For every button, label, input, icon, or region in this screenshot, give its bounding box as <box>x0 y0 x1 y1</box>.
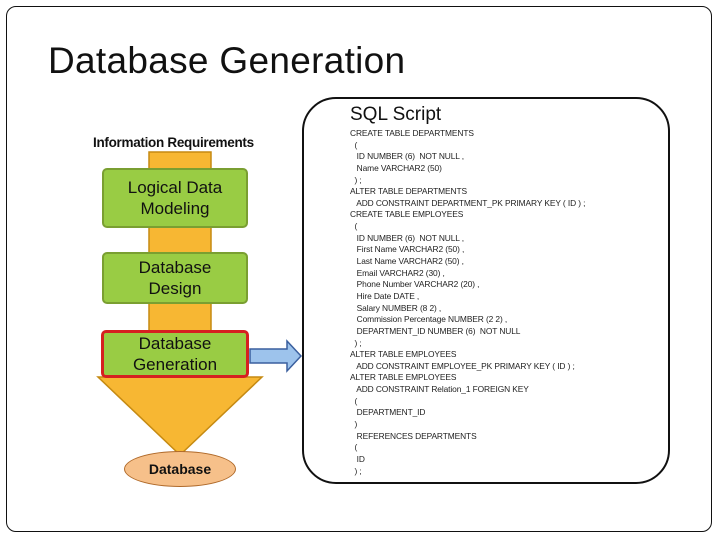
sql-line: ( <box>350 221 358 232</box>
sql-line: ID NUMBER (6) NOT NULL , <box>350 232 464 243</box>
sql-line: ( <box>350 139 358 150</box>
sql-line: ADD CONSTRAINT DEPARTMENT_PK PRIMARY KEY… <box>350 197 586 208</box>
sql-line: ( <box>350 442 358 453</box>
sql-script-title: SQL Script <box>350 104 442 125</box>
sql-line: DEPARTMENT_ID NUMBER (6) NOT NULL <box>350 325 521 336</box>
sql-line: ) ; <box>350 337 362 348</box>
sql-line: DEPARTMENT_ID <box>350 407 426 418</box>
sql-line: ) ; <box>350 174 362 185</box>
sql-line: Commission Percentage NUMBER (2 2) , <box>350 314 508 325</box>
sql-line: ) <box>350 419 358 430</box>
slide-title: Database Generation <box>48 40 406 81</box>
sql-line: ID <box>350 453 365 464</box>
sql-line: ID NUMBER (6) NOT NULL , <box>350 151 464 162</box>
sql-line: Hire Date DATE , <box>350 290 420 301</box>
sql-line: ) ; <box>350 465 362 476</box>
database-generation-box: Database Generation <box>101 330 249 378</box>
database-ellipse: Database <box>124 451 236 487</box>
sql-line: ALTER TABLE EMPLOYEES <box>350 349 457 360</box>
logical-data-modeling-box: Logical Data Modeling <box>102 168 248 228</box>
information-requirements-label: Information Requirements <box>93 135 254 150</box>
sql-line: First Name VARCHAR2 (50) , <box>350 244 465 255</box>
sql-line: Salary NUMBER (8 2) , <box>350 302 442 313</box>
sql-line: Name VARCHAR2 (50) <box>350 162 442 173</box>
sql-line: CREATE TABLE DEPARTMENTS <box>350 128 474 138</box>
sql-line: ( <box>350 395 358 406</box>
sql-line: ADD CONSTRAINT Relation_1 FOREIGN KEY <box>350 384 529 395</box>
sql-line: ADD CONSTRAINT EMPLOYEE_PK PRIMARY KEY (… <box>350 360 575 371</box>
sql-line: CREATE TABLE EMPLOYEES <box>350 209 464 220</box>
slide-frame <box>6 6 712 532</box>
sql-code: CREATE TABLE DEPARTMENTS ( ID NUMBER (6)… <box>350 128 650 477</box>
database-design-box: Database Design <box>102 252 248 304</box>
sql-line: REFERENCES DEPARTMENTS <box>350 430 477 441</box>
sql-script-panel <box>302 97 670 484</box>
sql-line: ALTER TABLE EMPLOYEES <box>350 372 457 383</box>
sql-line: ALTER TABLE DEPARTMENTS <box>350 186 467 197</box>
sql-line: Phone Number VARCHAR2 (20) , <box>350 279 480 290</box>
output-connector-arrow <box>249 339 303 373</box>
sql-line: Last Name VARCHAR2 (50) , <box>350 256 464 267</box>
sql-line: Email VARCHAR2 (30) , <box>350 267 445 278</box>
